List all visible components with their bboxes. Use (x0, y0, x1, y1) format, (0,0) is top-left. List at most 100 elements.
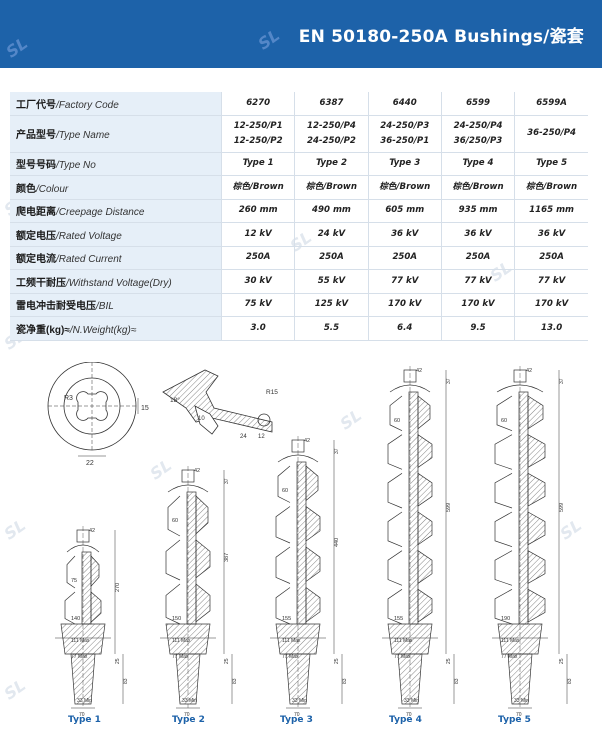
dimension-label: 270 (115, 583, 121, 592)
bushing-type-5 (492, 366, 568, 709)
dimension-label: 77 Max (282, 654, 299, 660)
spec-cell: 490 mm (294, 199, 369, 223)
dimension-label: 70 (79, 712, 85, 718)
dimension-label: 25 (115, 658, 121, 664)
type-2-label: Type 2 (172, 715, 205, 725)
dimension-label: 25 (224, 658, 230, 664)
dimension-label: 111 Max (172, 638, 191, 644)
spec-row-label: 额定电压/Rated Voltage (10, 222, 222, 247)
dimension-label: 25 (334, 658, 340, 664)
spec-cell-line: 24-250/P3 (380, 120, 430, 131)
dim-r15: R15 (266, 389, 278, 396)
type-3-label: Type 3 (280, 715, 313, 725)
dimension-label: 60 (282, 488, 288, 494)
spec-cell-line: 12-250/P2 (233, 135, 283, 146)
dimension-label: 111 Max (394, 638, 413, 644)
spec-cell: 75 kV (220, 293, 295, 317)
label-en: /BIL (96, 301, 114, 313)
spec-row-label: 颜色/Colour (10, 175, 222, 200)
label-cn: 工厂代号 (16, 99, 56, 111)
spec-cell-line: 24-250/P4 (453, 120, 503, 131)
dimension-label: 83 (454, 678, 460, 684)
dimension-label: 37 (559, 378, 565, 384)
dimension-label: 60 (501, 418, 507, 424)
page-title: EN 50180-250A Bushings/瓷套 (298, 27, 584, 47)
dimension-label: 25 (559, 658, 565, 664)
dimension-label: 77 Max (501, 654, 518, 660)
spec-cell: 9.5 (440, 316, 515, 341)
label-en: /Type Name (56, 130, 110, 141)
spec-cell: 30 kV (220, 269, 295, 294)
label-cn: 颜色 (16, 183, 36, 195)
spec-cell: 605 mm (367, 199, 442, 223)
spec-row-label: 工厂代号/Factory Code (10, 92, 222, 116)
spec-cell: 棕色/Brown (367, 175, 442, 200)
spec-cell: 250A (220, 246, 295, 270)
spec-cell: 6.4 (367, 316, 442, 341)
dimension-label: 33 Min (77, 698, 92, 704)
dimension-label: 33 Min (182, 698, 197, 704)
dimension-label: 75 (71, 578, 77, 584)
dimension-label: 77 Max (172, 654, 189, 660)
dimension-label: 83 (123, 678, 129, 684)
label-en: /Withstand Voltage(Dry) (66, 277, 172, 289)
spec-cell: 170 kV (440, 293, 515, 317)
bushing-type-1 (55, 526, 124, 709)
dimension-label: 42 (89, 528, 95, 534)
label-cn: 产品型号 (16, 130, 56, 141)
dimension-label: 77 Max (71, 654, 88, 660)
spec-cell: 170 kV (514, 293, 588, 317)
spec-cell: Type 2 (294, 152, 369, 176)
spec-cell: Type 3 (367, 152, 442, 176)
spec-cell: 3.0 (220, 316, 295, 341)
spec-cell: 24-250/P4 36/250/P3 (440, 115, 515, 153)
spec-cell-line: 36/250/P3 (453, 135, 503, 146)
spec-cell: 125 kV (294, 293, 369, 317)
spec-cell: 36 kV (440, 222, 515, 247)
label-en: /Colour (36, 183, 69, 195)
spec-cell: 6599 (440, 92, 515, 116)
dimension-label: 42 (416, 368, 422, 374)
dimension-label: 42 (194, 468, 200, 474)
header-banner: SL SL EN 50180-250A Bushings/瓷套 (0, 0, 602, 68)
spec-cell: 5.5 (294, 316, 369, 341)
label-cn: 雷电冲击耐受电压 (16, 301, 96, 313)
label-en: /Type No (56, 160, 96, 172)
dimension-label: 83 (567, 678, 573, 684)
dimension-label: 42 (526, 368, 532, 374)
label-en: /Rated Voltage (56, 230, 122, 242)
spec-cell: 36 kV (367, 222, 442, 247)
dimension-label: 70 (516, 712, 522, 718)
spec-cell: 935 mm (440, 199, 515, 223)
dimension-label: 37 (446, 378, 452, 384)
dim-24: 24 (240, 434, 247, 440)
spec-cell: 12 kV (220, 222, 295, 247)
spec-cell: 棕色/Brown (440, 175, 515, 200)
dimension-label: 77 Max (394, 654, 411, 660)
spec-cell: 12-250/P1 12-250/P2 (220, 115, 295, 153)
dimension-label: 33 Min (514, 698, 529, 704)
label-cn: 爬电距离 (16, 207, 56, 219)
spec-cell: 77 kV (367, 269, 442, 294)
bushing-type-4 (382, 366, 455, 709)
spec-cell: 6387 (294, 92, 369, 116)
dimension-label: 150 (172, 616, 181, 622)
dimension-label: 60 (172, 518, 178, 524)
dimension-label: 111 Max (71, 638, 90, 644)
spec-cell: 36-250/P4 (514, 115, 588, 153)
spec-row-label: 瓷净重(kg)≈/N.Weight(kg)≈ (10, 316, 222, 341)
spec-row-label: 爬电距离/Creepage Distance (10, 199, 222, 223)
spec-cell-line: 12-250/P1 (233, 120, 283, 131)
spec-cell-line: 24-250/P2 (307, 135, 356, 146)
dimension-label: 190 (501, 616, 510, 622)
watermark-logo: SL (2, 33, 32, 62)
spec-cell: 250A (514, 246, 588, 270)
